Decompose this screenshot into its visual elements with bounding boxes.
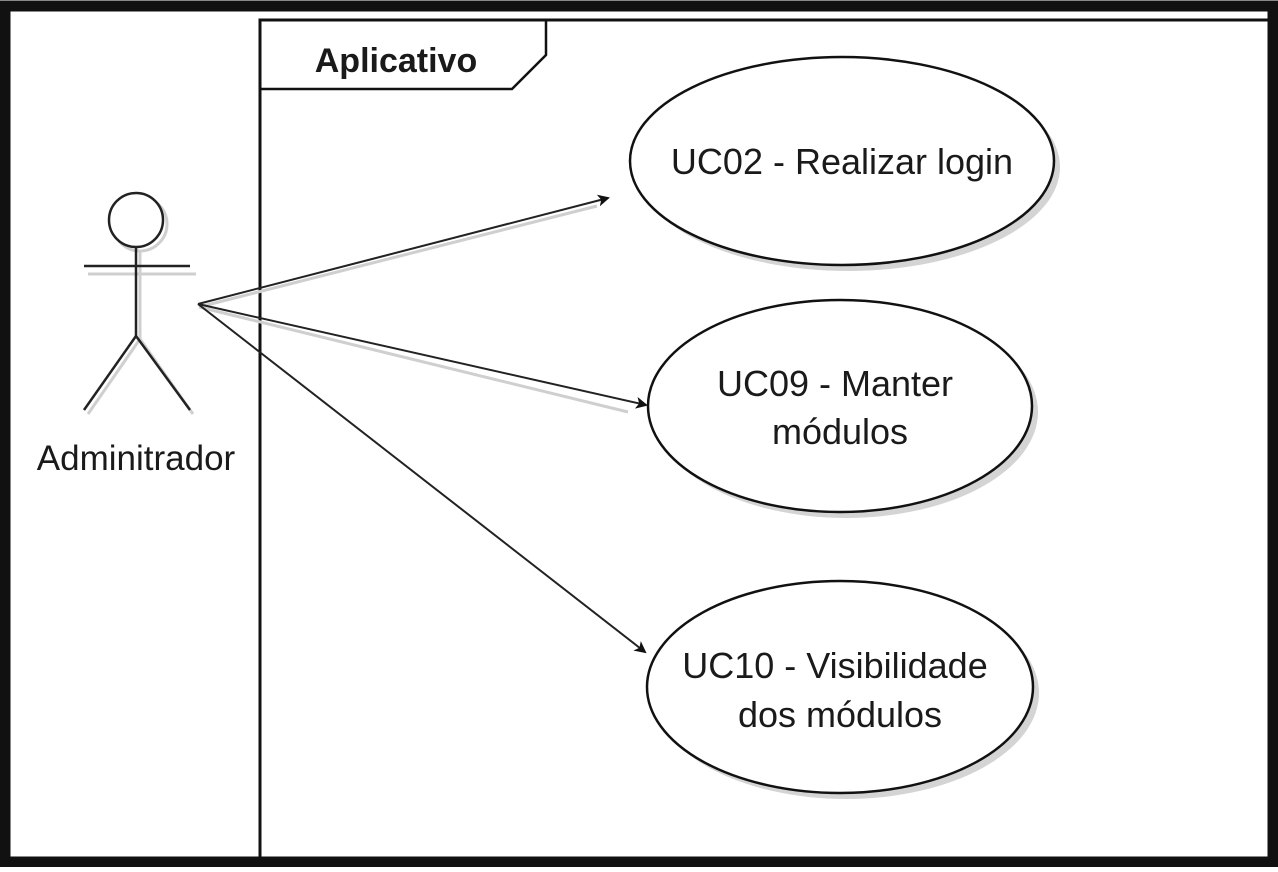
association-uc10: [197, 303, 647, 654]
stick-figure-icon: [82, 191, 192, 411]
association-uc09: [197, 303, 648, 409]
use-case-label: UC10 - Visibilidade dos módulos: [682, 645, 998, 735]
associations: [197, 194, 648, 654]
use-case-ellipse: [646, 298, 1034, 514]
boundary-rect: [258, 18, 1278, 867]
use-case-label: UC09 - Manter módulos: [717, 363, 963, 452]
boundary-title: Aplicativo: [315, 42, 477, 80]
use-case-uc10: UC10 - Visibilidade dos módulos: [645, 579, 1039, 799]
actor-name: Adminitrador: [37, 439, 236, 478]
association-shadow-uc02: [198, 204, 598, 309]
use-case-ellipse: [645, 579, 1035, 795]
association-shadow-uc09: [198, 305, 629, 414]
system-boundary: Aplicativo: [258, 18, 1278, 867]
use-case-label: UC02 - Realizar login: [671, 141, 1013, 182]
use-case-uc02: UC02 - Realizar login: [628, 55, 1060, 271]
association-uc02: [197, 194, 610, 305]
use-case-uc09: UC09 - Manter módulos: [646, 298, 1038, 518]
boundary-title-tab: [260, 20, 548, 91]
use-case-ellipse: [628, 55, 1056, 267]
actor: Adminitrador: [37, 191, 236, 478]
